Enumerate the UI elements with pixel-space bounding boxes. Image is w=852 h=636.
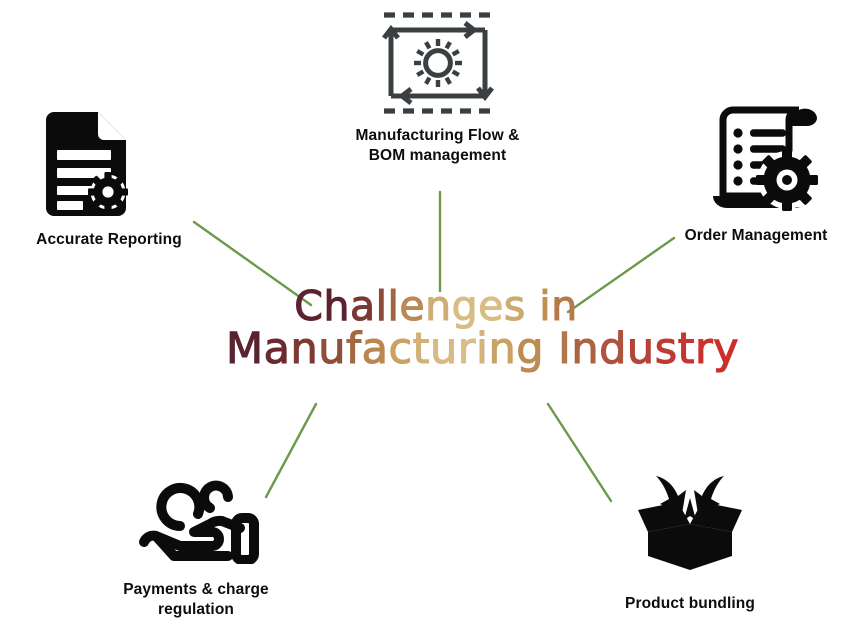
gear-glyph bbox=[88, 172, 128, 212]
box-center-spike bbox=[684, 498, 696, 520]
icon-wrap bbox=[330, 10, 545, 116]
document-gear-icon bbox=[46, 112, 128, 216]
center-title-line1: Challenges in bbox=[226, 285, 646, 328]
title-char: u bbox=[626, 323, 655, 374]
icon-wrap bbox=[0, 112, 214, 216]
folded-corner bbox=[98, 112, 126, 140]
title-char: a bbox=[361, 323, 389, 374]
title-char: d bbox=[599, 323, 627, 374]
title-char bbox=[526, 282, 540, 330]
title-char: y bbox=[713, 323, 740, 374]
process-cycle-gear-icon bbox=[381, 12, 494, 114]
title-char: e bbox=[478, 282, 504, 330]
hand-lower-edge bbox=[151, 531, 233, 561]
open-box-arrows-icon bbox=[638, 476, 742, 570]
title-char: e bbox=[399, 282, 426, 330]
box-front-left bbox=[648, 524, 690, 570]
title-char: M bbox=[225, 323, 264, 374]
scroll-top-curl bbox=[786, 108, 817, 126]
arrow-left-into-box bbox=[656, 476, 686, 514]
hand-cuff bbox=[231, 513, 259, 564]
title-char: r bbox=[457, 323, 476, 374]
node-label-payments-charge-regulation: Payments & charge regulation bbox=[123, 581, 269, 618]
title-char: l bbox=[375, 282, 388, 330]
title-char: n bbox=[425, 282, 452, 330]
title-char: t bbox=[412, 323, 431, 374]
node-manufacturing-flow-bom: Manufacturing Flow & BOM management bbox=[330, 10, 545, 166]
node-product-bundling: Product bundling bbox=[590, 468, 790, 614]
icon-wrap bbox=[678, 104, 852, 216]
title-char: i bbox=[539, 282, 552, 330]
center-title: Challenges in Manufacturing Industry bbox=[225, 285, 739, 372]
list-bullets bbox=[733, 128, 743, 186]
title-char: a bbox=[349, 282, 376, 330]
node-label-accurate-reporting: Accurate Reporting bbox=[36, 231, 182, 248]
order-list-gear-icon bbox=[713, 106, 818, 211]
title-char: r bbox=[694, 323, 714, 374]
title-char: g bbox=[451, 282, 479, 330]
title-char: u bbox=[318, 323, 346, 374]
title-char: s bbox=[503, 282, 526, 330]
node-accurate-reporting: Accurate Reporting bbox=[4, 112, 214, 250]
node-payments-charge-regulation: Payments & charge regulation bbox=[90, 476, 302, 620]
center-title-line2: Manufacturing Industry bbox=[225, 326, 739, 372]
title-char: C bbox=[294, 282, 324, 330]
title-char: g bbox=[516, 323, 544, 374]
title-char: n bbox=[551, 282, 578, 330]
node-label-order-management: Order Management bbox=[684, 227, 828, 244]
icon-wrap bbox=[590, 468, 790, 574]
title-char: f bbox=[345, 323, 362, 374]
document-text-lines bbox=[57, 150, 111, 210]
node-label-manufacturing-flow-bom: Manufacturing Flow & BOM management bbox=[355, 127, 520, 164]
title-char: a bbox=[263, 323, 291, 374]
title-char: s bbox=[654, 323, 678, 374]
title-char: c bbox=[388, 323, 413, 374]
title-char: i bbox=[475, 323, 489, 374]
title-char: t bbox=[677, 323, 695, 374]
icon-wrap bbox=[96, 476, 302, 564]
box-front-right bbox=[690, 524, 732, 570]
title-char bbox=[544, 324, 558, 374]
node-label-product-bundling: Product bundling bbox=[625, 595, 755, 612]
gear-glyph bbox=[413, 39, 462, 87]
title-char: n bbox=[571, 323, 600, 374]
coin-large bbox=[156, 483, 205, 531]
hand-coins-icon bbox=[139, 480, 259, 564]
gear-glyph bbox=[756, 149, 818, 211]
title-char: I bbox=[558, 323, 572, 374]
title-char: l bbox=[387, 282, 400, 330]
title-char: n bbox=[290, 323, 319, 374]
title-char: u bbox=[429, 323, 458, 374]
node-order-management: Order Management bbox=[660, 104, 852, 246]
title-char: n bbox=[488, 323, 517, 374]
coin-small bbox=[199, 480, 233, 513]
title-char: h bbox=[323, 282, 350, 330]
arrow-right-into-box bbox=[694, 476, 724, 514]
